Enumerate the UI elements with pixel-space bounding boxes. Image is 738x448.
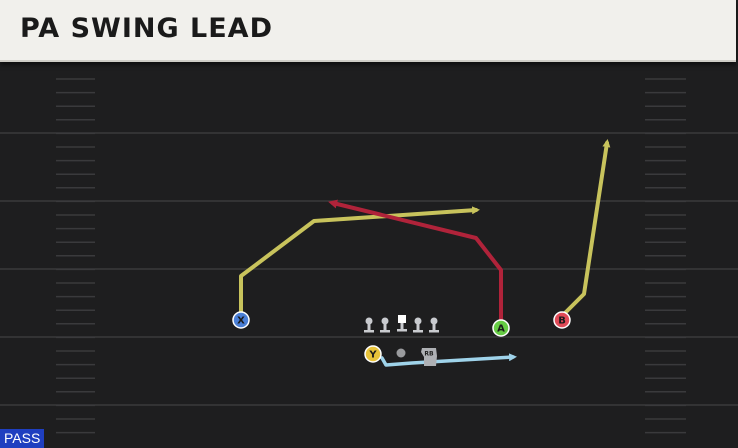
player-rb: RB: [421, 348, 437, 366]
left-tackle: [364, 317, 374, 333]
offensive-line: [364, 315, 439, 333]
player-y-label: Y: [368, 350, 377, 361]
route-x-curl: [239, 206, 480, 317]
player-a-circle: [492, 319, 510, 337]
player-y: Y: [364, 345, 382, 363]
player-x-label: X: [237, 316, 245, 327]
player-b: B: [553, 311, 571, 329]
hash-marks-right: [645, 78, 686, 434]
player-a-label: A: [497, 324, 505, 335]
player-a: A: [492, 319, 510, 337]
play-title: PA SWING LEAD: [20, 13, 273, 44]
player-rb-label: RB: [424, 351, 434, 358]
player-x: X: [232, 311, 250, 329]
rb-token: [421, 348, 437, 366]
right-tackle: [429, 317, 439, 333]
left-guard: [380, 317, 390, 333]
yard-lines: [0, 132, 738, 406]
player-b-circle: [553, 311, 571, 329]
play-type-badge: PASS: [0, 429, 45, 448]
player-x-circle: [232, 311, 250, 329]
player-y-circle: [364, 345, 382, 363]
quarterback: [396, 348, 406, 358]
route-a-deep-cross: [328, 199, 503, 327]
hash-marks-left: [56, 78, 95, 434]
right-guard: [413, 317, 423, 333]
player-b-label: B: [558, 316, 566, 327]
center: [397, 315, 407, 332]
title-bar: PA SWING LEAD: [0, 0, 736, 62]
route-rb-swing: [380, 353, 517, 367]
route-b-go: [560, 139, 611, 318]
